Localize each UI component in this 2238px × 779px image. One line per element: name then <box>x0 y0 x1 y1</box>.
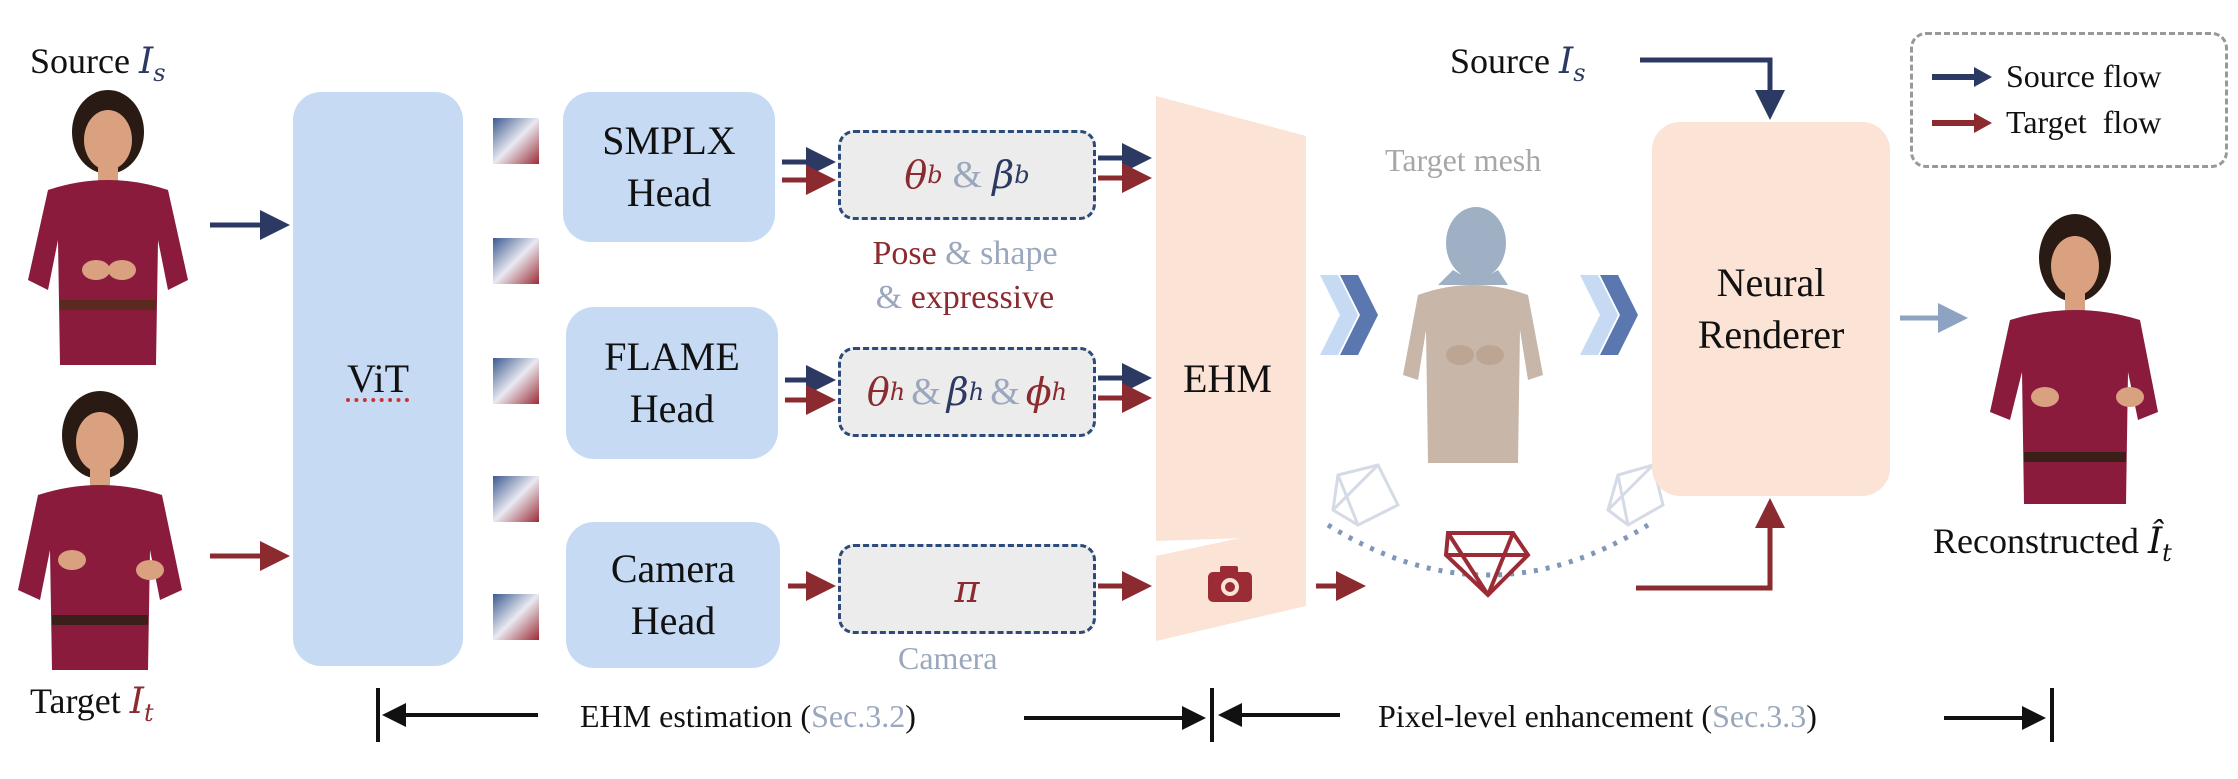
camera-trajectory <box>1326 463 1665 598</box>
source-person-image <box>18 90 198 365</box>
camera-params-box: π <box>838 544 1096 634</box>
reconstructed-person-image <box>1980 212 2165 504</box>
legend-target-flow: Target flow <box>1932 104 2161 141</box>
pixel-enhancement-label: Pixel-level enhancement (Sec.3.3) <box>1378 698 1817 734</box>
token-5 <box>493 594 539 640</box>
token-1 <box>493 118 539 164</box>
neural-renderer: Neural Renderer <box>1652 122 1890 496</box>
target-mesh-label: Target mesh <box>1385 142 1542 178</box>
legend-box <box>1910 32 2228 168</box>
smplx-head: SMPLX Head <box>563 92 775 242</box>
flame-head: FLAME Head <box>566 307 778 459</box>
legend-source-flow: Source flow <box>1932 58 2162 95</box>
token-2 <box>493 238 539 284</box>
source-image-label: Source Is <box>30 41 166 88</box>
target-mesh <box>1403 207 1543 463</box>
target-image-label: Target It <box>30 681 154 728</box>
target-person-image <box>10 390 190 670</box>
chevron-right-icon <box>1320 275 1378 355</box>
token-4 <box>493 476 539 522</box>
ehm-label: EHM <box>1183 356 1272 401</box>
vit-label: ViT <box>346 356 410 401</box>
reconstructed-label: Reconstructed Ît <box>1933 521 2172 568</box>
vit-block: ViT <box>293 92 463 666</box>
camera-caption: Camera <box>898 640 998 676</box>
top-source-label: Source Is <box>1450 41 1586 88</box>
camera-head: Camera Head <box>566 522 780 668</box>
pose-shape-caption: Pose & shape & expressive <box>872 235 1058 316</box>
token-3 <box>493 358 539 404</box>
ehm-estimation-label: EHM estimation (Sec.3.2) <box>580 698 916 734</box>
ehm-block <box>1156 96 1306 641</box>
chevron-right-icon <box>1580 275 1638 355</box>
camera-icon <box>1206 564 1254 609</box>
